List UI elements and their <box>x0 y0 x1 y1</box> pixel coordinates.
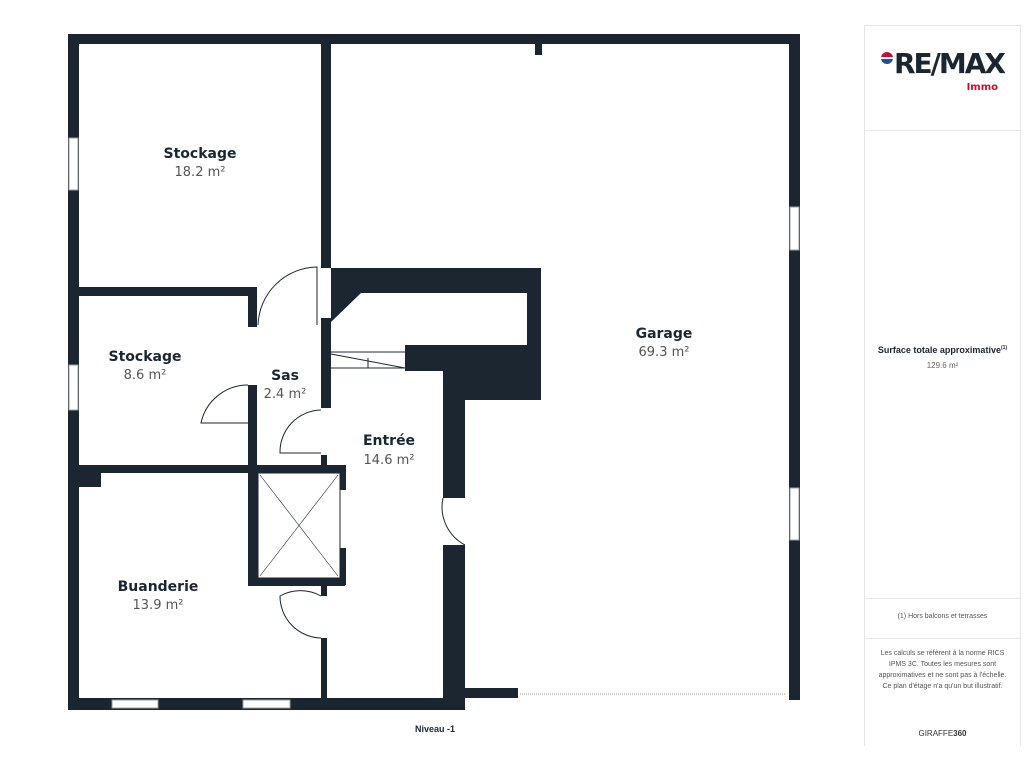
room-area: 2.4 m² <box>264 387 307 402</box>
room-area: 69.3 m² <box>639 345 690 360</box>
room-name: Stockage <box>109 349 182 365</box>
room-area: 8.6 m² <box>124 368 167 383</box>
room-labels: Stockage 18.2 m² Stockage 8.6 m² Sas 2.4… <box>109 146 693 613</box>
info-panel: RE/MAX Immo Surface totale approximative… <box>864 25 1021 746</box>
room-area: 14.6 m² <box>364 453 415 468</box>
total-area-value: 129.6 m² <box>926 361 959 370</box>
windows <box>68 137 800 709</box>
doors <box>200 266 466 639</box>
room-name: Garage <box>636 326 693 342</box>
disclaimer: Les calculs se réfèrent à la norme RICS … <box>878 650 1007 690</box>
total-area-label: Surface totale approximative(1) <box>877 345 1008 355</box>
room-name: Buanderie <box>118 579 199 595</box>
room-name: Stockage <box>164 146 237 162</box>
remax-logo-sub: Immo <box>966 82 998 93</box>
footnote: (1) Hors balcons et terrasses <box>897 613 988 620</box>
balloon-icon <box>880 52 893 64</box>
giraffe360-brand: GIRAFFE360 <box>918 729 967 738</box>
room-name: Entrée <box>363 433 415 449</box>
level-label: Niveau -1 <box>414 724 456 734</box>
room-name: Sas <box>271 368 299 384</box>
room-area: 18.2 m² <box>175 165 226 180</box>
remax-logo: RE/MAX <box>865 48 1020 80</box>
floor-plan: Stockage 18.2 m² Stockage 8.6 m² Sas 2.4… <box>68 34 800 710</box>
room-area: 13.9 m² <box>133 598 184 613</box>
